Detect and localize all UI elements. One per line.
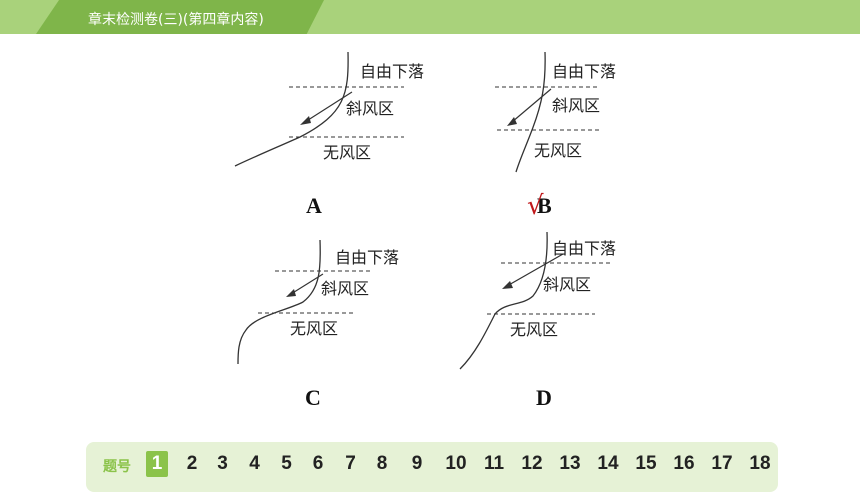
wind-arrow [506,253,564,287]
option-label-d: D [536,385,552,410]
trajectory-curve [234,51,349,167]
arrow-head [300,116,311,125]
question-number-10[interactable]: 10 [445,453,467,474]
question-number-2[interactable]: 2 [186,453,198,474]
arrow-head [507,117,517,126]
question-number-16[interactable]: 16 [673,453,695,474]
trajectory-figure: 自由下落 斜风区 无风区 A 自由下落 斜风区 无风区 B √ 自由下落 斜风区… [234,51,616,410]
diagram-b: 自由下落 斜风区 无风区 B √ [495,51,616,221]
zone-label-free-fall: 自由下落 [552,239,616,258]
question-number-9[interactable]: 9 [411,453,423,474]
zone-label-free-fall: 自由下落 [552,62,616,81]
question-number-13[interactable]: 13 [559,453,581,474]
zone-label-no-wind: 无风区 [323,143,371,162]
question-number-7[interactable]: 7 [345,453,356,474]
question-number-15[interactable]: 15 [635,453,657,474]
wind-arrow [511,88,552,123]
trajectory-curve [515,51,546,173]
trajectory-curve [237,239,321,365]
question-number-8[interactable]: 8 [376,453,388,474]
arrow-head [286,289,296,297]
zone-label-slant-wind: 斜风区 [321,279,369,298]
header-tab [36,0,324,34]
question-number-14[interactable]: 14 [597,453,619,474]
question-number-18[interactable]: 18 [749,453,771,474]
diagram-c: 自由下落 斜风区 无风区 C [237,239,399,410]
wind-arrow [290,273,324,295]
diagram-a: 自由下落 斜风区 无风区 A [234,51,424,218]
wind-arrow [304,91,353,123]
zone-label-free-fall: 自由下落 [335,248,399,267]
question-nav-label: 题号 [103,459,131,475]
zone-label-no-wind: 无风区 [534,141,582,160]
question-number-12[interactable]: 12 [521,453,543,474]
trajectory-curve [459,231,548,370]
page-title: 章末检测卷(三)(第四章内容) [88,12,264,28]
correct-check-mark: √ [527,191,544,221]
zone-label-free-fall: 自由下落 [360,62,424,81]
question-number-4[interactable]: 4 [249,453,260,474]
question-number-11[interactable]: 11 [483,453,505,474]
zone-label-slant-wind: 斜风区 [552,96,600,115]
question-number-5[interactable]: 5 [281,453,292,474]
zone-label-no-wind: 无风区 [290,319,338,338]
question-number-17[interactable]: 17 [711,453,733,474]
diagram-d: 自由下落 斜风区 无风区 D [459,231,616,410]
zone-label-slant-wind: 斜风区 [346,99,394,118]
zone-label-no-wind: 无风区 [510,320,558,339]
option-label-c: C [305,385,321,410]
question-number-6[interactable]: 6 [312,453,324,474]
zone-label-slant-wind: 斜风区 [543,275,591,294]
question-number-3[interactable]: 3 [217,453,228,474]
option-label-b: B [537,193,552,218]
option-label-a: A [306,193,322,218]
arrow-head [502,281,513,289]
question-number-1[interactable]: 1 [146,451,168,477]
